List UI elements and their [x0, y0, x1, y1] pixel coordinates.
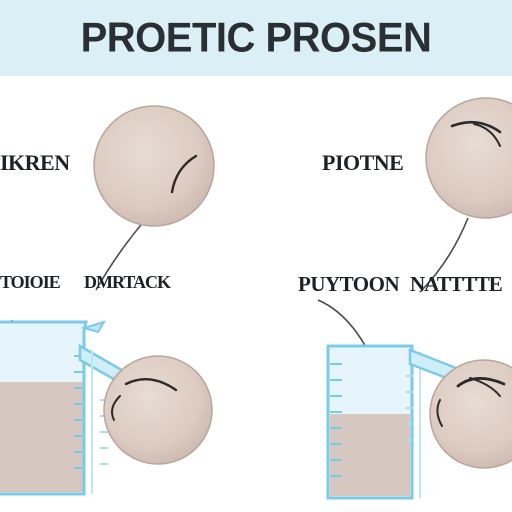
label-left-middle-1: TOIOIE: [0, 272, 61, 292]
sphere-bottom-left: [103, 355, 213, 465]
title-banner: PROETIC PROSEN: [0, 0, 512, 76]
label-right-top: PIOTNE: [322, 150, 404, 175]
sphere-top-left: [93, 105, 215, 227]
connector-line: [419, 217, 469, 293]
beaker-right: [326, 344, 458, 500]
label-right-middle-2: NATTTTE: [410, 272, 503, 296]
beaker-left: [0, 320, 134, 496]
page-title: PROETIC PROSEN: [80, 14, 432, 61]
label-left-middle-2: DMRTACK: [84, 272, 171, 292]
sphere-top-right: [425, 97, 512, 219]
sphere-bottom-right: [429, 359, 512, 469]
label-right-middle-1: PUYTOON: [298, 272, 400, 296]
label-left-top: IKREN: [0, 150, 70, 175]
